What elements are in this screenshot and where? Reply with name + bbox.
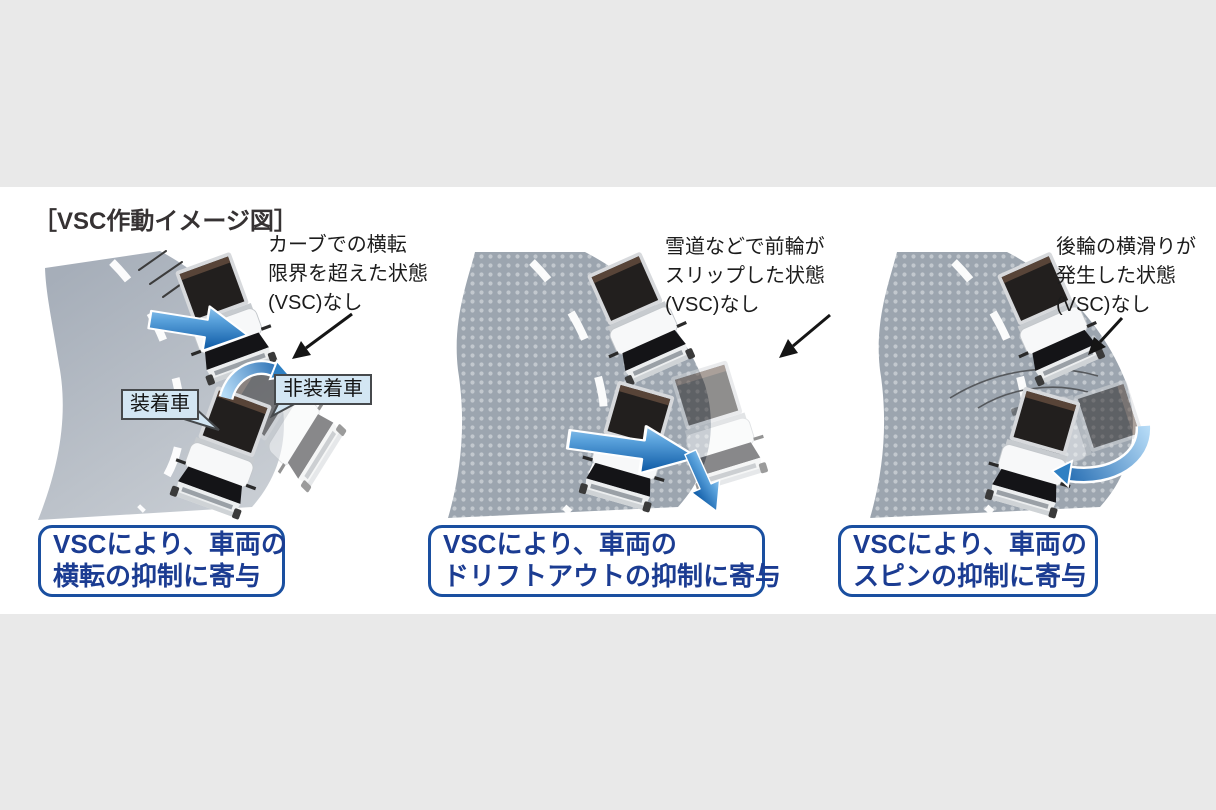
callout-non-equipped: 非装着車 (274, 374, 372, 405)
pointer-arrow-icon (292, 312, 353, 359)
caption-line: スピンの抑制に寄与 (853, 561, 1088, 591)
road-centerline (529, 259, 609, 515)
annotation-line: 限界を超えた状態 (268, 263, 428, 285)
annotation-line: 発生した状態 (1056, 265, 1176, 287)
pointer-arrow-icon (1088, 316, 1124, 355)
annotation-rollover: カーブでの横転 限界を超えた状態 (VSC)なし (268, 231, 428, 318)
caption-line: VSCにより、車両の (443, 529, 677, 560)
annotation-line: カーブでの横転 (268, 234, 407, 256)
caption-drift-out: VSCにより、車両の ドリフトアウトの抑制に寄与 (428, 525, 782, 597)
annotation-drift-out: 雪道などで前輪が スリップした状態 (VSC)なし (665, 233, 825, 320)
annotation-spin: 後輪の横滑りが 発生した状態 (VSC)なし (1056, 233, 1196, 320)
caption-line: VSCにより、車両の (853, 529, 1087, 560)
callout-equipped: 装着車 (121, 389, 199, 420)
annotation-line: 雪道などで前輪が (665, 236, 825, 258)
annotation-line: (VSC)なし (1056, 294, 1151, 316)
caption-rollover: VSCにより、車両の 横転の抑制に寄与 (38, 525, 287, 597)
panel-drift-out-graphics (448, 245, 831, 519)
annotation-line: (VSC)なし (665, 294, 760, 316)
spin-arrow-icon (1050, 425, 1153, 489)
annotation-line: 後輪の横滑りが (1056, 236, 1196, 258)
pointer-arrow-icon (779, 313, 831, 358)
caption-line: ドリフトアウトの抑制に寄与 (443, 561, 782, 591)
annotation-line: スリップした状態 (665, 265, 825, 287)
caption-spin: VSCにより、車両の スピンの抑制に寄与 (838, 525, 1098, 597)
panel-spin-graphics (870, 245, 1153, 521)
caption-line: VSCにより、車両の (53, 529, 287, 560)
annotation-line: (VSC)なし (268, 292, 363, 314)
page-title: ［VSC作動イメージ図］ (33, 208, 298, 235)
caption-line: 横転の抑制に寄与 (53, 561, 262, 591)
